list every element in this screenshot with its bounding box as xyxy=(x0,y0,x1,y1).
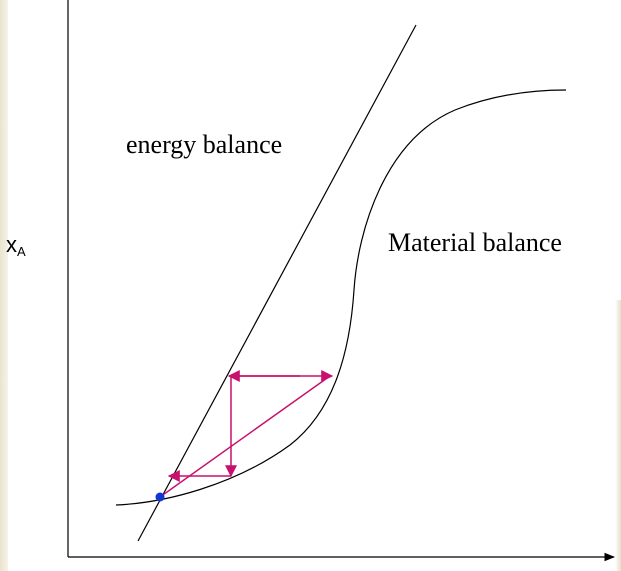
x-axis-label: T xyxy=(333,568,345,571)
y-axis-label-main: x xyxy=(6,232,17,257)
operating-point-marker xyxy=(155,492,165,502)
energy-balance-label: energy balance xyxy=(126,130,282,159)
right-edge-band xyxy=(615,300,621,571)
diagonal-construction-line xyxy=(159,375,331,498)
left-edge-band xyxy=(0,0,8,571)
energy-balance-line xyxy=(137,24,417,542)
y-axis-label: xA xyxy=(6,232,26,259)
material-balance-label: Material balance xyxy=(388,228,562,257)
y-axis-label-subscript: A xyxy=(17,244,26,259)
